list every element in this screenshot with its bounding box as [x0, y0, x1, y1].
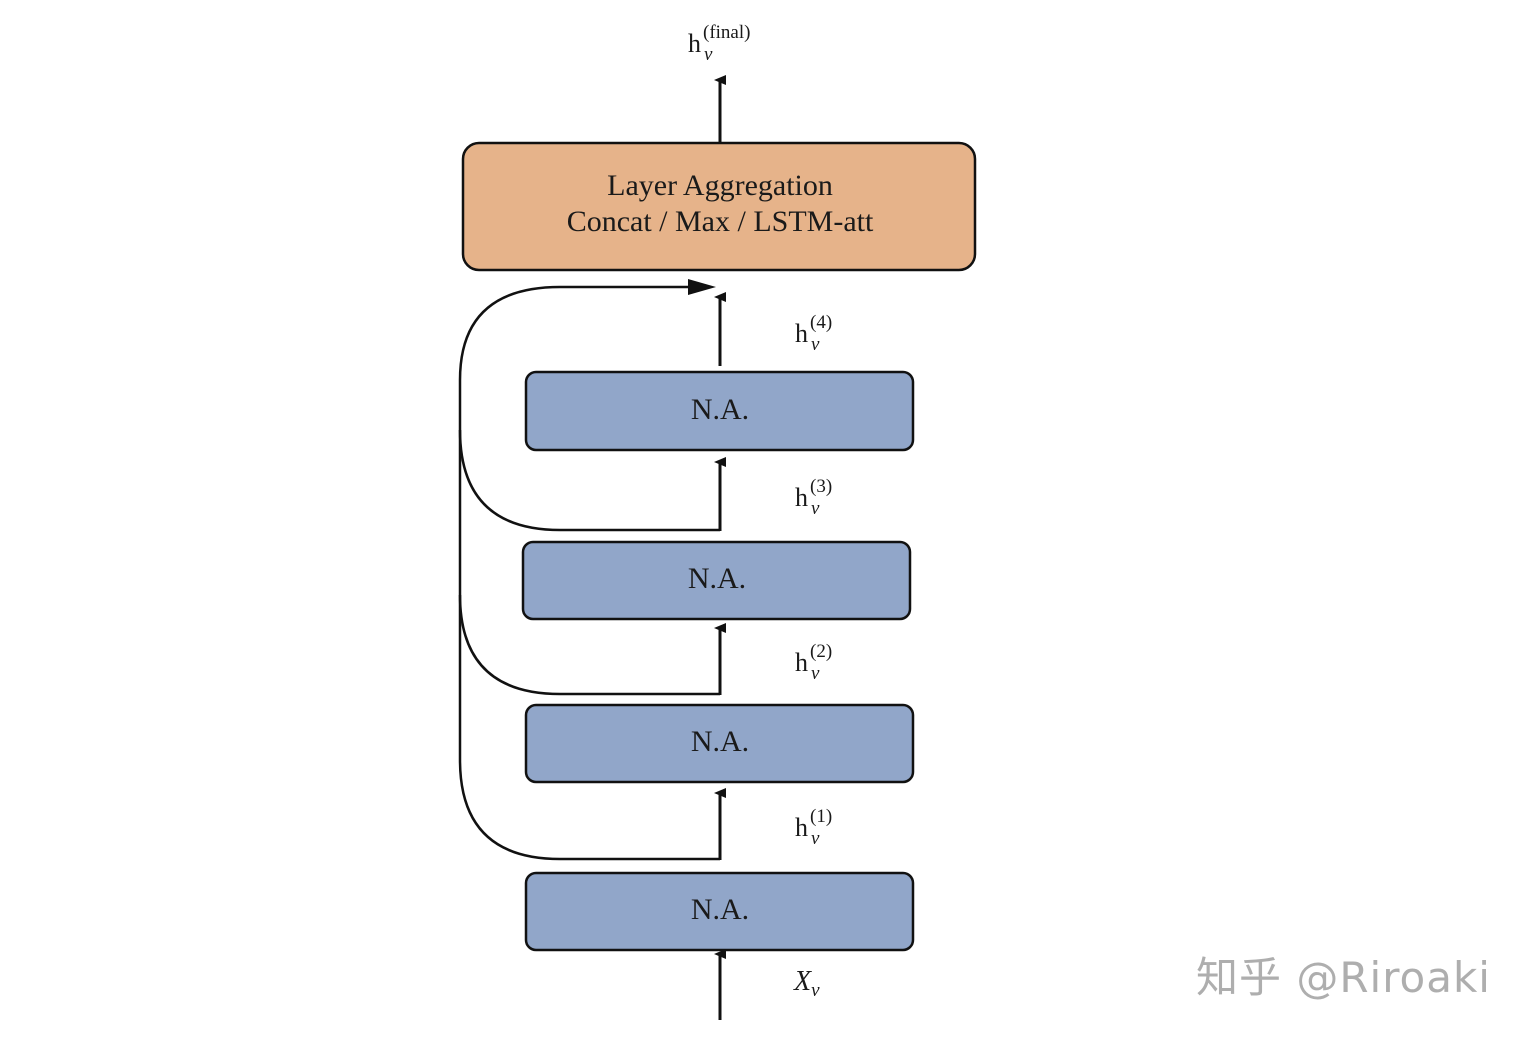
na-block-4: [524, 370, 915, 452]
aggregation-methods: Concat / Max / LSTM-att: [567, 205, 874, 238]
label-h4-sub: v: [811, 334, 820, 355]
label-h1: h(1): [795, 806, 832, 842]
skip-connection-h2: [458, 594, 720, 696]
skip-connection-arrowhead: [688, 279, 716, 295]
label-h4: h(4): [795, 312, 832, 348]
na-block-1-label: N.A.: [691, 893, 749, 926]
na-block-3-label: N.A.: [688, 562, 746, 595]
na-block-2: [524, 703, 915, 784]
label-h-final-sub: v: [704, 44, 713, 65]
label-input: Xv: [793, 966, 820, 1001]
aggregation-title: Layer Aggregation: [607, 169, 833, 202]
label-h2-sub: v: [811, 663, 820, 684]
label-h3-sub: v: [811, 498, 820, 519]
label-h-final: h(final): [688, 22, 750, 58]
na-block-2-label: N.A.: [691, 725, 749, 758]
na-block-3: [521, 540, 912, 621]
skip-connection-h3: [458, 429, 720, 532]
na-block-4-label: N.A.: [691, 393, 749, 426]
label-h1-sub: v: [811, 828, 820, 849]
skip-connection-h1: [458, 285, 720, 861]
label-h2: h(2): [795, 641, 832, 677]
label-h3: h(3): [795, 476, 832, 512]
watermark-text: 知乎 @Riroaki: [1196, 953, 1491, 1002]
